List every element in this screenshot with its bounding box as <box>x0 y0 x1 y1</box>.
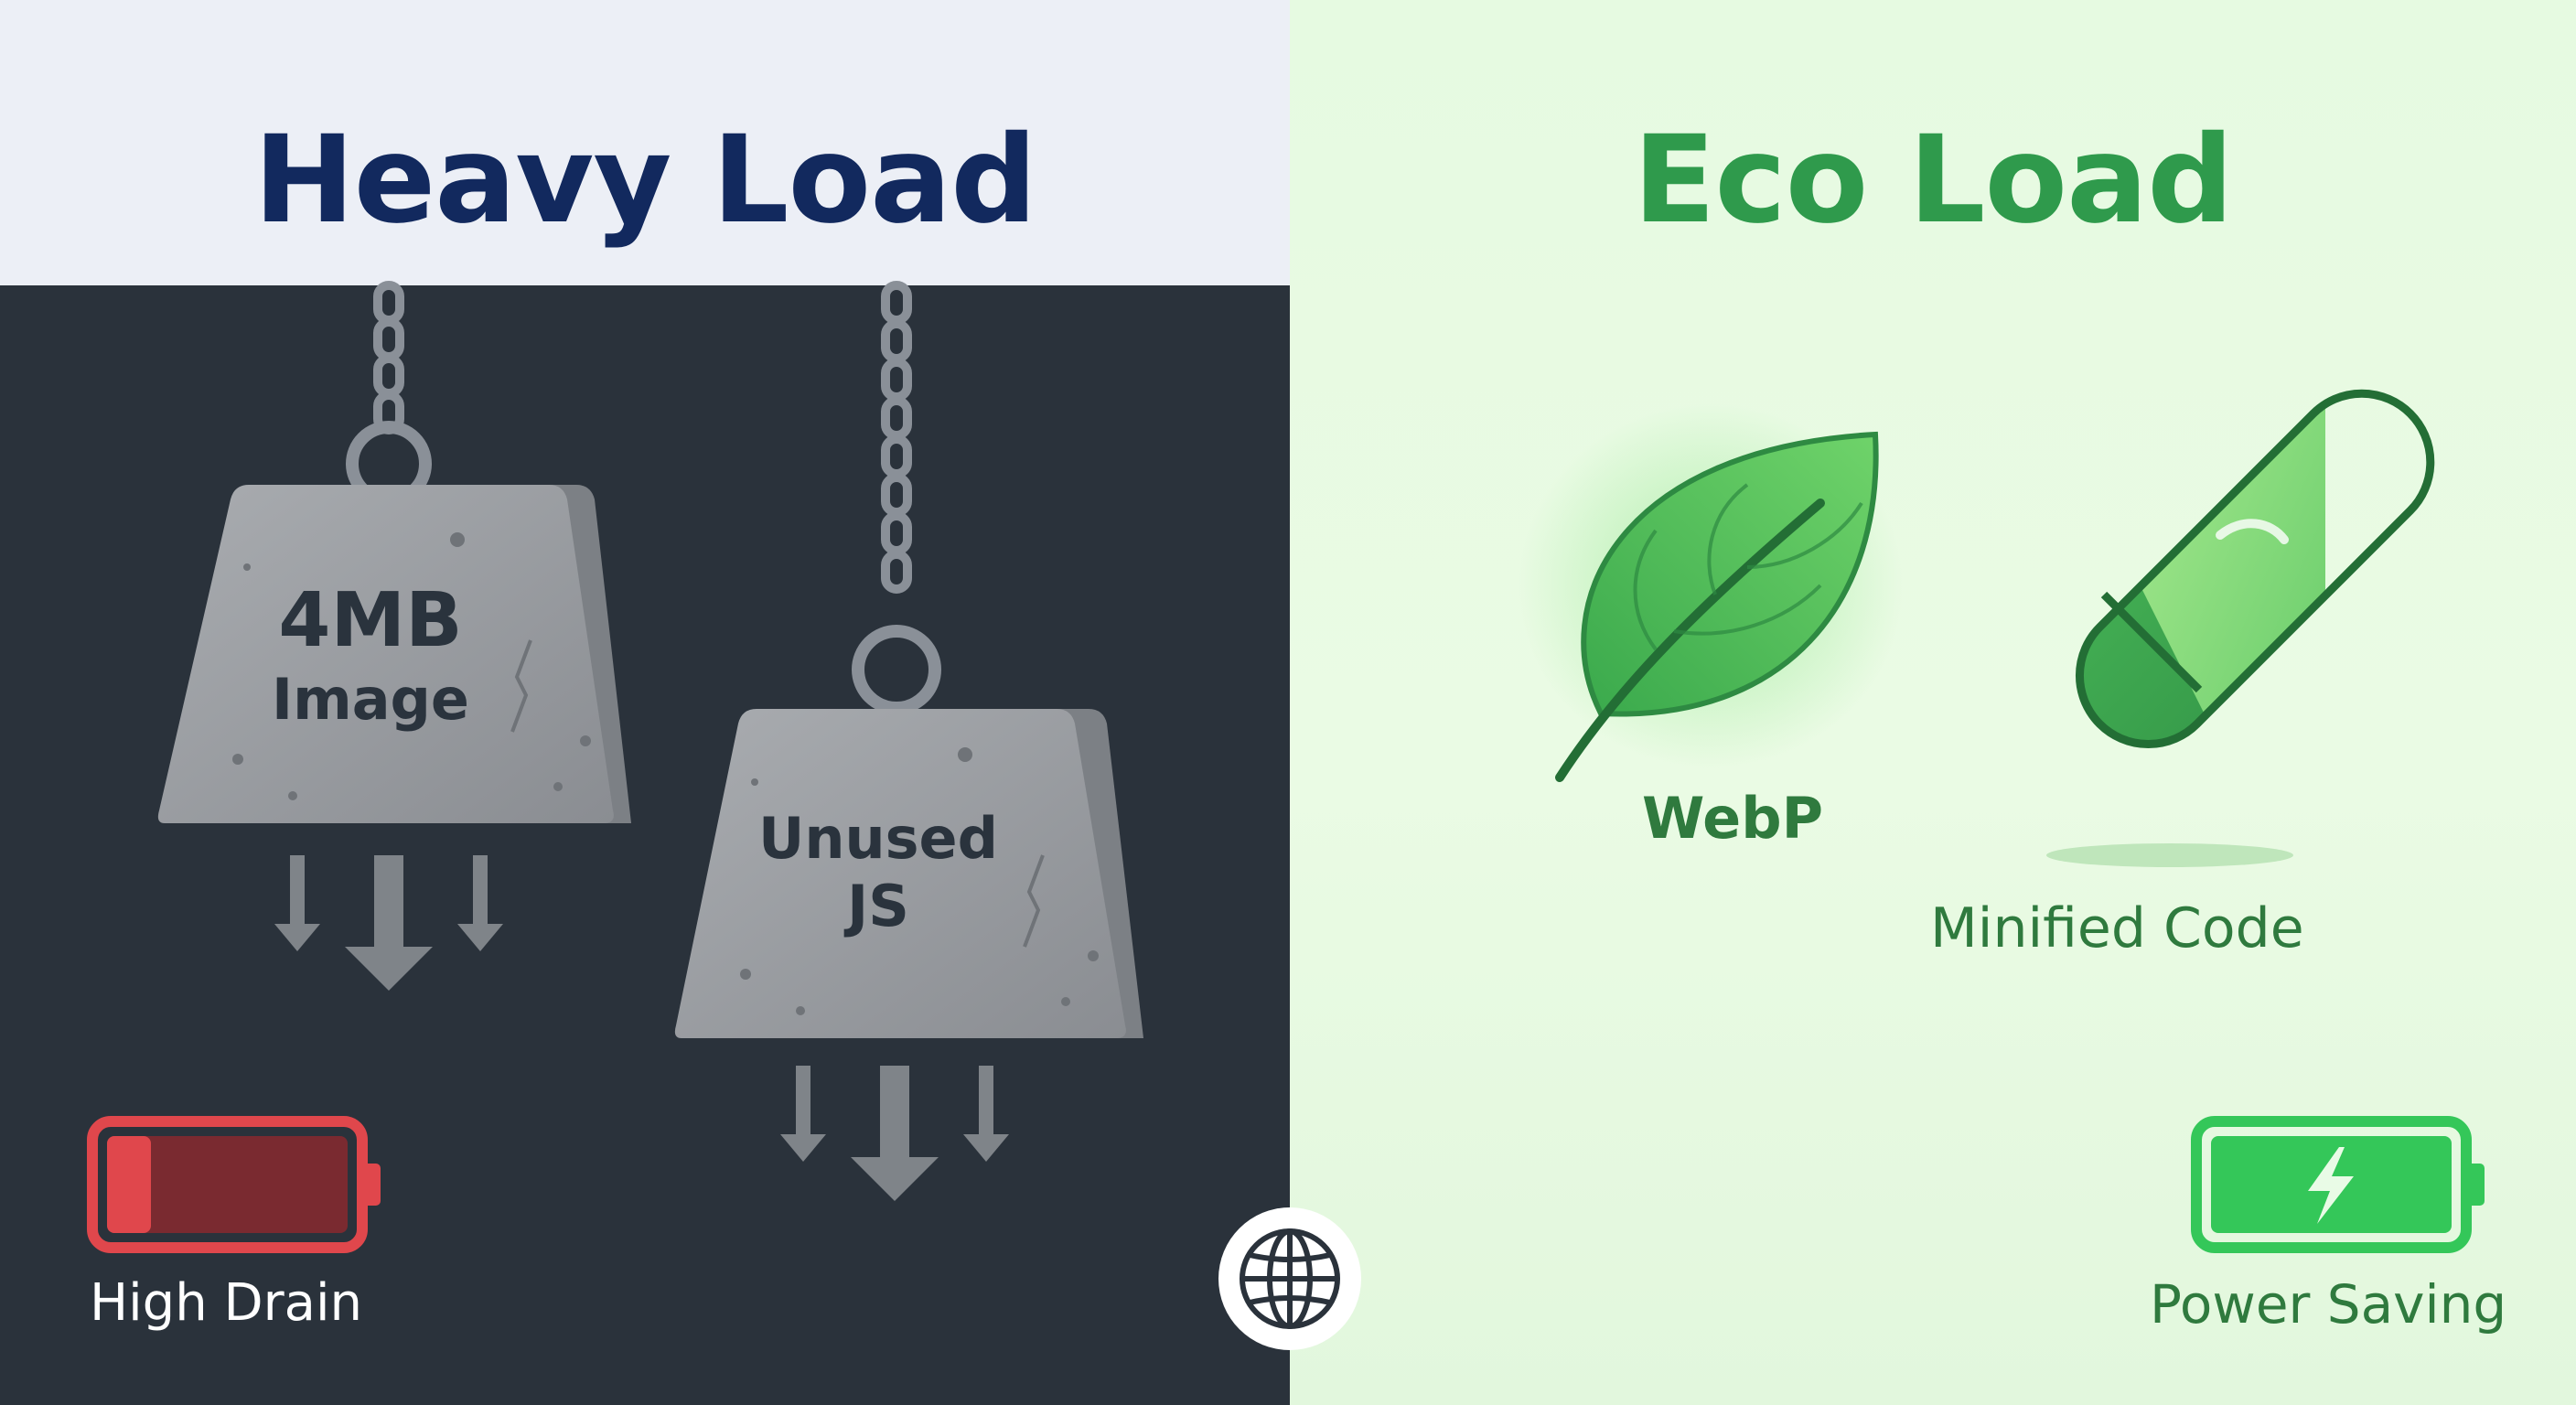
eco-load-title: Eco Load <box>1633 110 2233 251</box>
weight-2-label: Unused JS <box>732 805 1025 941</box>
globe-icon <box>1218 1207 1361 1350</box>
high-drain-label: High Drain <box>90 1273 363 1333</box>
chain-icon <box>346 281 432 507</box>
eco-load-panel: Eco Load WebP <box>1290 0 2576 1405</box>
weight-icon <box>157 485 631 823</box>
weight-1-type: Image <box>272 666 469 734</box>
down-arrows-icon <box>274 855 503 991</box>
minified-code-label: Minified Code <box>1930 896 2304 960</box>
battery-charging-icon <box>2191 1116 2485 1253</box>
webp-label: WebP <box>1642 785 1824 852</box>
heavy-load-header: Heavy Load <box>0 0 1290 285</box>
power-saving-label: Power Saving <box>2150 1273 2507 1335</box>
weight-2-line-1: Unused <box>758 805 998 872</box>
weight-icon <box>674 709 1143 1038</box>
weight-2-line-2: JS <box>847 873 909 940</box>
down-arrows-icon <box>780 1066 1009 1201</box>
leaf-icon <box>1519 402 1903 782</box>
weight-1-size: 4MB <box>278 577 463 664</box>
capsule-icon <box>2046 389 2435 867</box>
chain-icon <box>852 281 941 714</box>
heavy-load-panel: Heavy Load 4MB Image <box>0 0 1290 1405</box>
weight-1-label: 4MB Image <box>210 576 531 735</box>
heavy-load-title: Heavy Load <box>253 110 1036 251</box>
battery-low-icon <box>87 1116 381 1253</box>
